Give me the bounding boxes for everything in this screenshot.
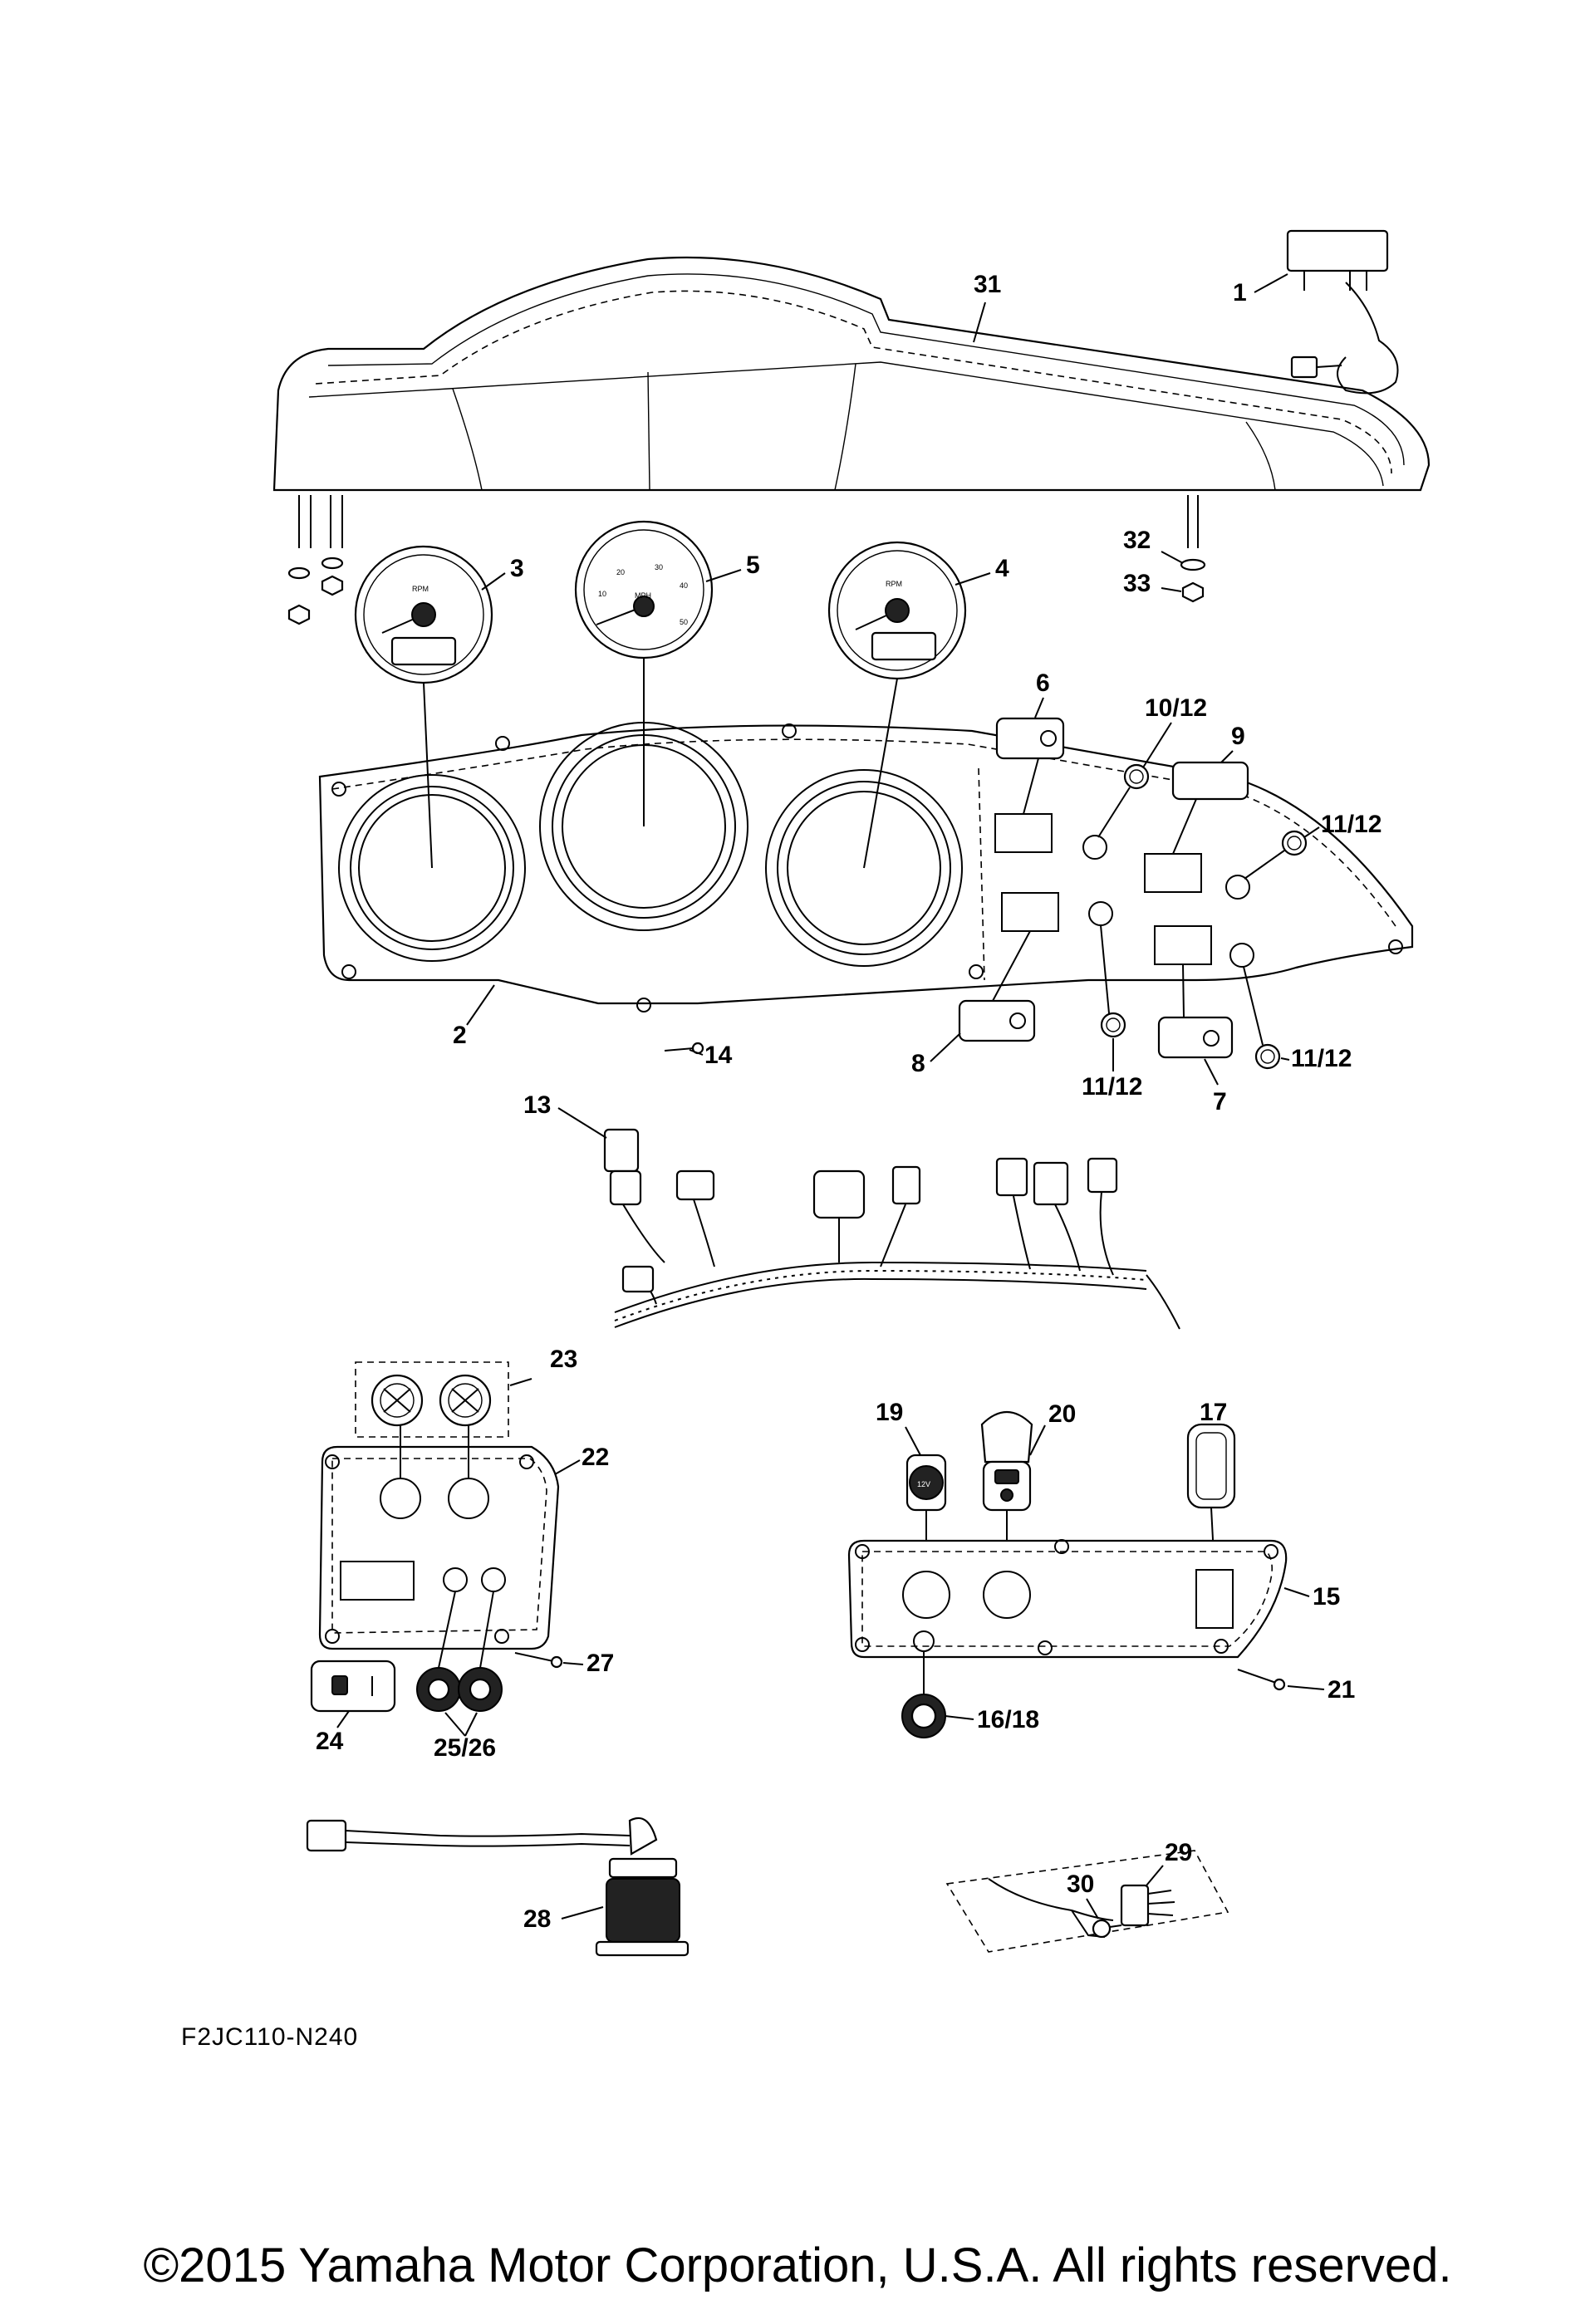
callout-29: 29 bbox=[1165, 1839, 1192, 1866]
tachometer-part-3: RPM bbox=[354, 545, 493, 684]
caps-part-23 bbox=[355, 1361, 509, 1438]
diagram-code: F2JC110-N240 bbox=[181, 2023, 359, 2051]
speedo-tick-40: 40 bbox=[680, 581, 688, 590]
callout-33: 33 bbox=[1123, 570, 1151, 597]
meter-panel-part-2 bbox=[318, 722, 1414, 1012]
callout-2: 2 bbox=[453, 1022, 467, 1049]
callout-15: 15 bbox=[1313, 1583, 1340, 1611]
switch-part-7 bbox=[1157, 1016, 1234, 1059]
plug-part-11-12-top bbox=[1281, 830, 1308, 856]
power-socket-part-19: 12V bbox=[905, 1454, 947, 1512]
callout-6: 6 bbox=[1036, 669, 1050, 697]
switch-part-17 bbox=[1186, 1423, 1236, 1509]
callout-10-12: 10/12 bbox=[1145, 694, 1207, 722]
plug-part-16-18 bbox=[901, 1694, 946, 1738]
tachometer-part-4: RPM bbox=[827, 541, 967, 680]
callout-32: 32 bbox=[1123, 527, 1151, 554]
callout-11-12-c: 11/12 bbox=[1291, 1045, 1352, 1072]
switch-part-24 bbox=[310, 1660, 396, 1713]
callout-30: 30 bbox=[1067, 1870, 1094, 1898]
callout-16-18: 16/18 bbox=[977, 1706, 1039, 1733]
speedo-tick-50: 50 bbox=[680, 618, 688, 626]
callout-24: 24 bbox=[316, 1728, 344, 1755]
accessory-panel-part-15 bbox=[847, 1539, 1288, 1659]
plug-part-11-12-right bbox=[1254, 1043, 1281, 1070]
usb-socket-part-20 bbox=[980, 1411, 1033, 1512]
washer-part-32 bbox=[1180, 558, 1206, 571]
switch-panel-part-22 bbox=[318, 1445, 560, 1650]
screw-part-21 bbox=[1237, 1669, 1286, 1691]
dash-cover-part-31 bbox=[272, 256, 1431, 548]
grommets-part-25-26 bbox=[416, 1667, 503, 1712]
callout-22: 22 bbox=[582, 1444, 609, 1471]
callout-4: 4 bbox=[995, 555, 1009, 582]
callout-28: 28 bbox=[523, 1905, 551, 1933]
callout-23: 23 bbox=[550, 1346, 577, 1373]
speedometer-part-5: 10 20 30 40 50 MPH bbox=[574, 520, 714, 659]
switch-part-9 bbox=[1171, 761, 1249, 801]
key-set-part-29 bbox=[945, 1850, 1229, 1953]
tach-rpm-label: RPM bbox=[412, 585, 429, 593]
callout-3: 3 bbox=[510, 555, 524, 582]
sensor-part-28 bbox=[306, 1817, 690, 1957]
washers-and-nuts-left bbox=[287, 556, 344, 625]
callout-20: 20 bbox=[1048, 1400, 1076, 1428]
callout-1: 1 bbox=[1233, 279, 1247, 306]
speedo-tick-30: 30 bbox=[655, 563, 663, 571]
control-unit-part-1 bbox=[1286, 229, 1399, 395]
tach2-rpm-label: RPM bbox=[886, 580, 902, 588]
callout-17: 17 bbox=[1200, 1399, 1227, 1426]
copyright-notice: ©2015 Yamaha Motor Corporation, U.S.A. A… bbox=[143, 2238, 1452, 2292]
callout-27: 27 bbox=[586, 1650, 614, 1677]
plug-part-10-12 bbox=[1123, 763, 1150, 790]
switch-part-8 bbox=[958, 999, 1036, 1042]
callout-19: 19 bbox=[876, 1399, 903, 1426]
callout-8: 8 bbox=[911, 1050, 925, 1077]
nut-part-33 bbox=[1181, 581, 1205, 603]
speedo-mph-label: MPH bbox=[635, 591, 651, 600]
speedo-tick-20: 20 bbox=[616, 568, 625, 576]
callout-11-12-a: 11/12 bbox=[1321, 811, 1382, 838]
screw-part-14 bbox=[664, 1042, 704, 1055]
callout-13: 13 bbox=[523, 1091, 551, 1119]
switch-part-6 bbox=[995, 717, 1065, 760]
key-part-30 bbox=[1092, 1919, 1122, 1939]
callout-11-12-b: 11/12 bbox=[1082, 1073, 1142, 1101]
callout-5: 5 bbox=[746, 552, 760, 579]
callout-31: 31 bbox=[974, 271, 1001, 298]
callout-25-26: 25/26 bbox=[434, 1734, 496, 1762]
callout-9: 9 bbox=[1231, 723, 1245, 750]
socket-12v-label: 12V bbox=[917, 1480, 930, 1488]
callout-7: 7 bbox=[1213, 1088, 1227, 1115]
wire-harness-part-13 bbox=[603, 1128, 1180, 1330]
callout-21: 21 bbox=[1328, 1676, 1355, 1704]
plug-part-11-12-mid bbox=[1100, 1012, 1126, 1038]
speedo-tick-10: 10 bbox=[598, 590, 606, 598]
callout-14: 14 bbox=[704, 1042, 733, 1069]
screw-part-27 bbox=[514, 1652, 563, 1669]
